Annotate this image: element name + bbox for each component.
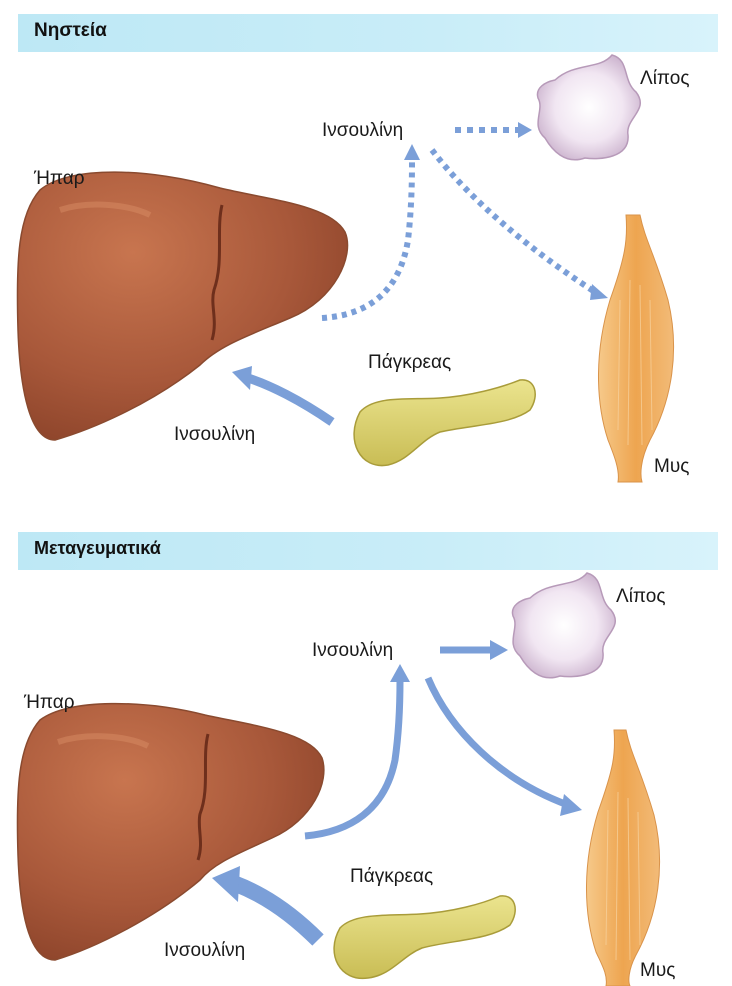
- insulin-label-bottom: Ινσουλίνη: [164, 940, 245, 962]
- muscle-icon: [586, 730, 659, 986]
- thick-arrow-pancreas-to-liver: [212, 866, 318, 940]
- pancreas-label: Πάγκρεας: [350, 866, 433, 888]
- dotted-arrow-to-muscle: [432, 150, 608, 300]
- liver-label: Ήπαρ: [24, 692, 75, 714]
- insulin-label-top: Ινσουλίνη: [322, 120, 403, 142]
- insulin-label-top: Ινσουλίνη: [312, 640, 393, 662]
- fasting-illustration: [0, 0, 732, 500]
- pancreas-label: Πάγκρεας: [368, 352, 451, 374]
- insulin-label-bottom: Ινσουλίνη: [174, 424, 255, 446]
- fasting-panel: Νηστεία: [0, 0, 732, 500]
- fat-label: Λίπος: [616, 586, 665, 608]
- pancreas-icon: [354, 380, 535, 466]
- fed-panel: Μεταγευματικά: [0, 520, 732, 986]
- solid-arrow-pancreas-to-liver: [232, 366, 332, 422]
- solid-arrow-liver-to-insulin: [305, 664, 410, 836]
- liver-label: Ήπαρ: [34, 168, 85, 190]
- solid-arrow-to-muscle: [428, 678, 582, 816]
- liver-icon: [17, 704, 323, 960]
- dotted-arrow-to-fat: [455, 122, 532, 138]
- fat-label: Λίπος: [640, 68, 689, 90]
- fat-cell-icon: [512, 573, 615, 678]
- muscle-label: Μυς: [654, 456, 689, 478]
- muscle-icon: [598, 215, 673, 482]
- muscle-label: Μυς: [640, 960, 675, 982]
- pancreas-icon: [334, 896, 515, 979]
- fat-cell-icon: [537, 55, 640, 160]
- solid-arrow-to-fat: [440, 640, 508, 660]
